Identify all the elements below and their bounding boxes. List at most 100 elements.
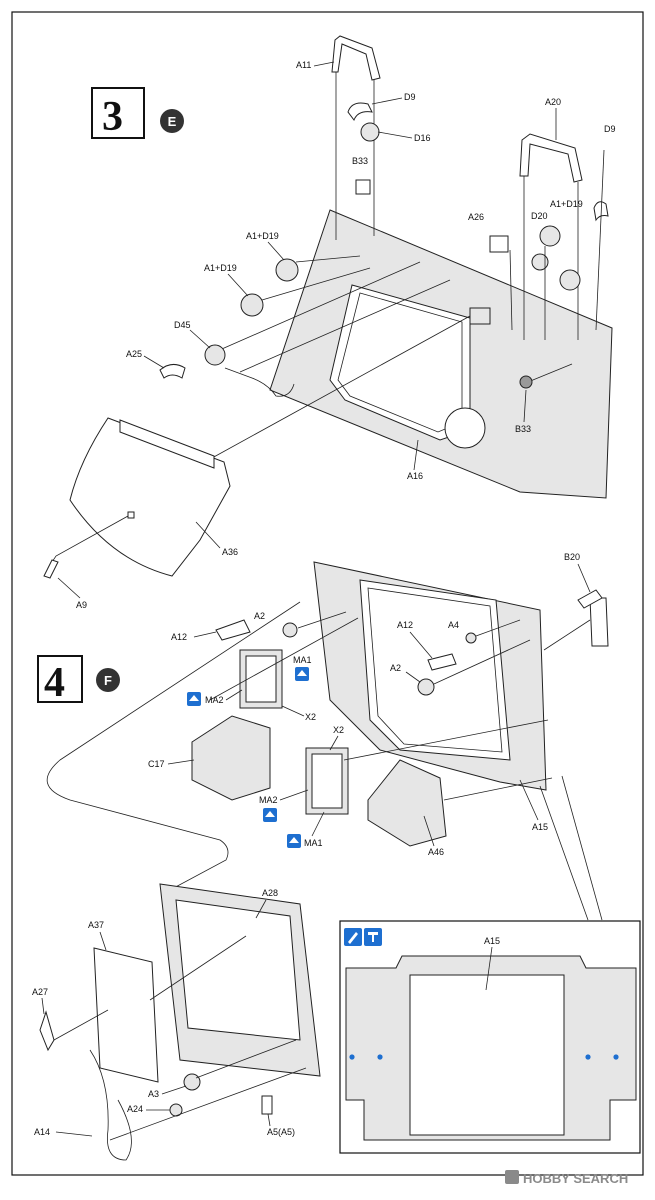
part-d16 xyxy=(360,122,380,142)
watermark: HOBBY SEARCH xyxy=(505,1170,628,1186)
step-3-sub-badge xyxy=(160,109,184,133)
leader-a11 xyxy=(313,61,335,67)
leader-a15-a xyxy=(519,779,539,821)
leader-x2-a xyxy=(281,705,305,717)
step-4-box xyxy=(37,655,83,703)
leader-d9-a xyxy=(371,97,403,105)
ma2-arrow-b xyxy=(265,811,275,817)
detail-blue-dot-3 xyxy=(585,1054,591,1060)
part-a2-a xyxy=(282,622,298,638)
leader-a27 xyxy=(41,997,45,1015)
label-a20: A20 xyxy=(545,97,561,107)
hobby-search-logo-icon xyxy=(505,1170,519,1184)
round-hatch xyxy=(444,407,486,449)
label-a2-b: A2 xyxy=(390,663,401,673)
leader-ma2-a xyxy=(225,689,243,701)
extinguisher-b20-head xyxy=(577,589,603,609)
cable-d45 xyxy=(224,367,295,397)
label-a14: A14 xyxy=(34,1127,50,1137)
callout-line-a xyxy=(561,775,603,921)
part-a12-b xyxy=(427,653,457,671)
ma1-arrow-a xyxy=(297,670,307,676)
hatch-window-inner xyxy=(337,292,463,433)
detail-blue-dot-1 xyxy=(349,1054,355,1060)
step-3: 3 E xyxy=(43,35,613,579)
panel-a15-frame xyxy=(359,579,511,761)
step-4-sub-badge xyxy=(96,668,120,692)
callout-line-b xyxy=(539,785,589,921)
step-3-sub-letter: E xyxy=(168,114,177,129)
leader-x2-b xyxy=(329,735,339,751)
label-ma1-a: MA1 xyxy=(293,655,312,665)
label-c17: C17 xyxy=(148,759,165,769)
step-4-labels: B20 A2 A12 A12 A4 A2 MA1 MA2 X2 C17 X2 M… xyxy=(32,552,591,1137)
label-d9-b: D9 xyxy=(604,124,616,134)
arrow-a2-a xyxy=(297,611,347,629)
door-a36-hinge xyxy=(119,419,215,469)
leader-ma1-b xyxy=(311,811,325,837)
part-a9 xyxy=(43,559,59,579)
label-a1d19-c: A1+D19 xyxy=(550,199,583,209)
label-a4: A4 xyxy=(448,620,459,630)
small-box xyxy=(469,307,491,325)
panel-a28-frame xyxy=(175,899,301,1041)
label-ma1-b: MA1 xyxy=(304,838,323,848)
arrow-a46 xyxy=(443,777,553,801)
block-a46 xyxy=(367,759,447,847)
ma2-arrow-a xyxy=(189,695,199,701)
arrow-a2-b xyxy=(433,639,531,685)
part-a25 xyxy=(159,364,186,379)
part-d20 xyxy=(531,253,549,271)
detail-blue-dot-4 xyxy=(613,1054,619,1060)
marking-icons xyxy=(187,667,309,848)
part-a27 xyxy=(39,1010,55,1052)
leader-a1d19-b xyxy=(227,273,249,297)
leader-a15-b xyxy=(485,946,493,991)
block-c17 xyxy=(191,715,271,801)
label-a2-a: A2 xyxy=(254,611,265,621)
part-a1d19-c1 xyxy=(539,225,561,247)
label-a9: A9 xyxy=(76,600,87,610)
label-a11: A11 xyxy=(296,60,311,70)
handle-a20 xyxy=(519,133,583,183)
part-d9-a xyxy=(347,102,373,122)
part-a2-b xyxy=(417,678,435,696)
arrow-b33-b xyxy=(527,363,573,383)
part-b33-a xyxy=(355,179,371,195)
arrow-radio-b xyxy=(343,719,549,761)
arrow-4 xyxy=(239,279,451,373)
leader-b33-b xyxy=(523,389,527,423)
leader-a14 xyxy=(55,1131,93,1137)
label-a24: A24 xyxy=(127,1104,143,1114)
leader-a1d19-a xyxy=(267,241,285,261)
label-a5: A5(A5) xyxy=(267,1127,295,1137)
label-a16: A16 xyxy=(407,471,423,481)
leader-ma2-b xyxy=(279,789,309,801)
detail-window xyxy=(409,974,565,1136)
leader-c17 xyxy=(167,759,195,765)
arrow-a37 xyxy=(149,935,247,1001)
label-a46: A46 xyxy=(428,847,444,857)
handle-a11 xyxy=(331,35,381,81)
label-a1d19-a: A1+D19 xyxy=(246,231,279,241)
detail-blue-dot-2 xyxy=(377,1054,383,1060)
step-4-sub-letter: F xyxy=(104,673,112,688)
arrow-1 xyxy=(295,255,361,263)
part-a1d19-b xyxy=(240,293,264,317)
label-a15-b: A15 xyxy=(484,936,500,946)
part-a1d19-c2 xyxy=(559,269,581,291)
cable-a14 xyxy=(89,1049,132,1161)
label-a25: A25 xyxy=(126,349,142,359)
leader-a16 xyxy=(413,439,419,471)
arrow-a4 xyxy=(475,619,521,637)
leader-a25 xyxy=(143,355,165,369)
arrow-panel-to-a28 xyxy=(46,601,301,891)
label-a1d19-b: A1+D19 xyxy=(204,263,237,273)
step-3-number: 3 xyxy=(102,94,123,140)
label-d16: D16 xyxy=(414,133,431,143)
label-a36: A36 xyxy=(222,547,238,557)
leader-a3 xyxy=(161,1085,187,1095)
ma1-arrow-b xyxy=(289,837,299,843)
watermark-text: HOBBY SEARCH xyxy=(523,1171,628,1186)
